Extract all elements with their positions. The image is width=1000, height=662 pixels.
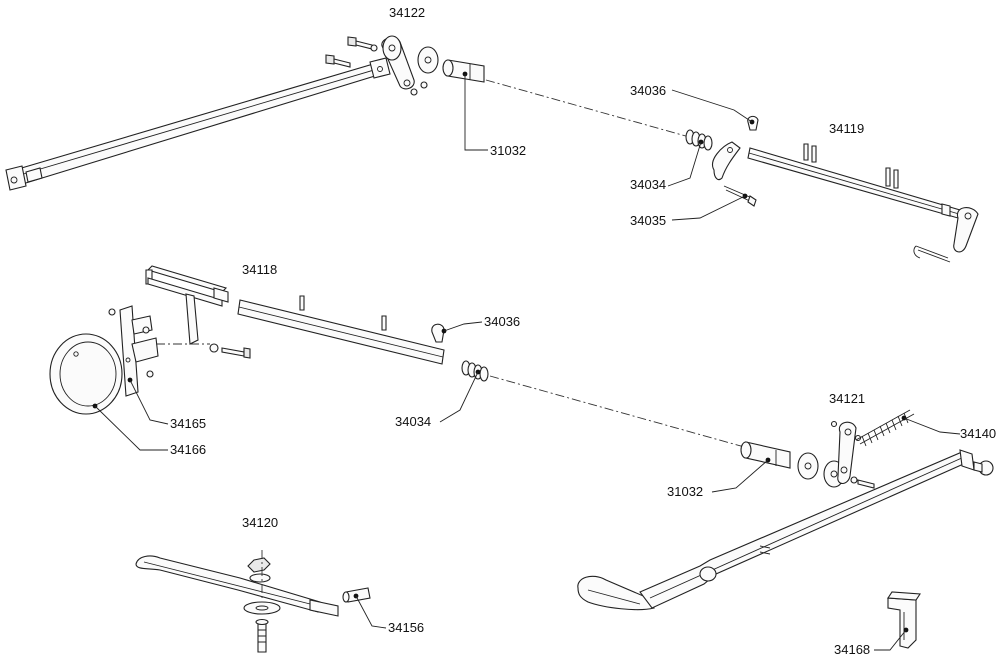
label-34118: 34118 bbox=[242, 262, 277, 277]
leader-31032-bottom bbox=[711, 459, 769, 493]
clip-34036-mid bbox=[431, 323, 447, 343]
label-34121: 34121 bbox=[829, 391, 865, 406]
bolt-mid bbox=[209, 343, 251, 359]
pedal-arm-34120 bbox=[135, 555, 339, 617]
shaft-34119 bbox=[747, 143, 961, 219]
nut-top-34120 bbox=[247, 557, 271, 583]
label-34165: 34165 bbox=[170, 416, 206, 431]
long-rod-top-left bbox=[5, 57, 391, 191]
assembly-34122 bbox=[5, 35, 488, 191]
leader-34036-mid bbox=[443, 321, 483, 332]
label-34168: 34168 bbox=[834, 642, 870, 657]
label-31032-top: 31032 bbox=[490, 143, 526, 158]
leader-34140 bbox=[903, 417, 961, 435]
leader-34166 bbox=[94, 405, 168, 451]
label-34156: 34156 bbox=[388, 620, 424, 635]
spring-34140 bbox=[855, 409, 915, 447]
label-34119: 34119 bbox=[829, 121, 864, 136]
bolt-bottom-34120 bbox=[255, 618, 269, 653]
sleeve-31032-top bbox=[442, 59, 485, 83]
bracket-34118 bbox=[145, 265, 229, 345]
leader-34156 bbox=[355, 595, 387, 629]
disc-34166 bbox=[49, 333, 123, 415]
label-31032-bottom: 31032 bbox=[667, 484, 703, 499]
leader-34034-top bbox=[667, 141, 702, 187]
cam-lever-right bbox=[953, 207, 979, 253]
bolt-top-left-2 bbox=[347, 36, 378, 52]
label-34034-top: 34034 bbox=[630, 177, 666, 192]
washer-34120 bbox=[243, 601, 281, 615]
assembly-34118 bbox=[49, 265, 483, 451]
leader-31032-top bbox=[464, 74, 488, 151]
label-34166: 34166 bbox=[170, 442, 206, 457]
pedal-arm-34121 bbox=[577, 449, 994, 611]
assembly-34119 bbox=[667, 89, 979, 263]
hairpin-right bbox=[913, 245, 951, 263]
clip-34036-top bbox=[747, 115, 759, 131]
disc-34122-a bbox=[382, 35, 402, 61]
label-34122: 34122 bbox=[389, 5, 425, 20]
label-34036-top: 34036 bbox=[630, 83, 666, 98]
leader-34168 bbox=[874, 629, 907, 651]
disc-34121-a bbox=[797, 452, 819, 480]
leader-34165 bbox=[129, 379, 169, 425]
bolt-right bbox=[850, 476, 875, 489]
cam-lever-top bbox=[712, 141, 741, 181]
label-34120: 34120 bbox=[242, 515, 278, 530]
sleeve-31032-bottom bbox=[740, 441, 791, 469]
hairpin-34035 bbox=[723, 185, 757, 207]
axis-line-top bbox=[485, 79, 701, 141]
assembly-34121 bbox=[577, 409, 994, 611]
pin-34156 bbox=[342, 587, 371, 603]
leader-34036-top bbox=[671, 89, 753, 123]
label-34034-mid: 34034 bbox=[395, 414, 431, 429]
bracket-34168 bbox=[887, 591, 921, 649]
leader-34034-mid bbox=[439, 371, 479, 423]
spring-34034-top bbox=[685, 129, 713, 151]
bolt-top-left bbox=[325, 54, 351, 68]
shaft-34118 bbox=[237, 295, 445, 365]
label-34036-mid: 34036 bbox=[484, 314, 520, 329]
assembly-34120 bbox=[135, 550, 387, 653]
mount-plate-34165 bbox=[108, 305, 159, 397]
spring-34034-mid bbox=[461, 360, 489, 382]
axis-line-mid bbox=[489, 375, 749, 449]
lever-plate-34121 bbox=[830, 420, 862, 485]
label-34035: 34035 bbox=[630, 213, 666, 228]
disc-34122-b bbox=[417, 46, 439, 89]
leader-34035 bbox=[671, 195, 746, 221]
label-34140: 34140 bbox=[960, 426, 996, 441]
